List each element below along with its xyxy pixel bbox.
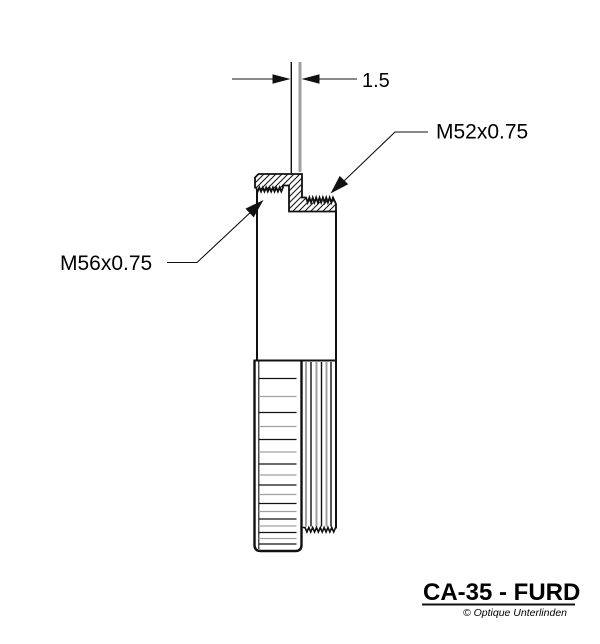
cross-section-outline	[254, 173, 337, 213]
leader-m52: M52x0.75	[330, 121, 528, 194]
title-block: CA-35 - FURD © Optique Unterlinden	[422, 579, 580, 619]
thread-profile	[301, 525, 337, 535]
ring-outline	[253, 360, 303, 553]
dimension-arrow-left-icon	[272, 74, 291, 84]
leader-line	[167, 202, 261, 264]
dimension-annotation: 1.5	[232, 62, 390, 174]
leader-arrow-icon	[330, 175, 349, 194]
dimension-value: 1.5	[362, 70, 390, 92]
adapter-body	[253, 189, 337, 529]
part-number: CA-35 - FURD	[423, 579, 580, 606]
knurled-ring	[253, 360, 303, 553]
leader-arrow-icon	[245, 200, 264, 218]
thread-lines	[305, 362, 332, 527]
dimension-arrow-right-icon	[301, 74, 320, 84]
knurl-lines	[258, 377, 297, 545]
copyright-note: © Optique Unterlinden	[463, 607, 567, 619]
leader-line	[332, 131, 428, 192]
leader-m56: M56x0.75	[60, 200, 264, 275]
thread-label-m56: M56x0.75	[60, 252, 152, 275]
thread-label-m52: M52x0.75	[436, 121, 528, 144]
cross-section	[254, 173, 337, 213]
threaded-barrel	[301, 362, 337, 535]
